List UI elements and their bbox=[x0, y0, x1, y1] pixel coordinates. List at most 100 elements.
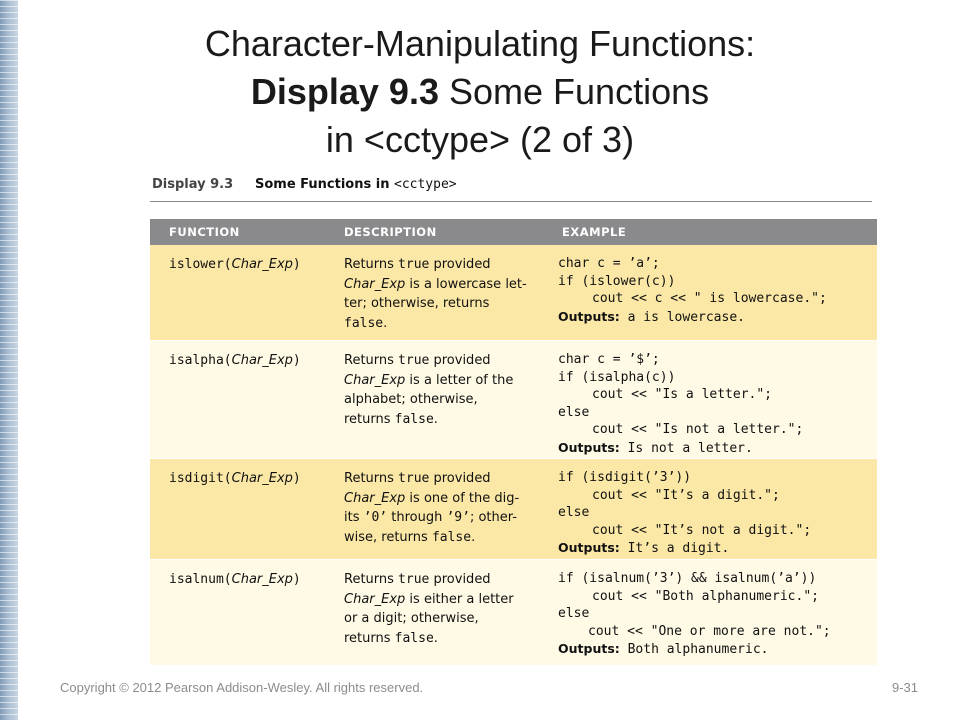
description-post: provided bbox=[429, 471, 491, 486]
code-text: char c = ’a’; bbox=[558, 256, 660, 271]
slide-title: Character-Manipulating Functions: Displa… bbox=[40, 20, 920, 164]
description-post: is a letter of the bbox=[405, 372, 514, 388]
code-text: cout << "It’s a digit."; bbox=[592, 487, 780, 503]
code-text: if (isalnum(’3’) && isalnum(’a’)) bbox=[558, 571, 817, 586]
description-line: Char_Exp is either a letter bbox=[344, 590, 534, 610]
description-line: returns false. bbox=[344, 629, 534, 649]
description-mono: true bbox=[398, 471, 430, 486]
description-post: or a digit; otherwise, bbox=[344, 611, 479, 626]
function-close-paren: ) bbox=[292, 471, 301, 486]
description-line: Returns true provided bbox=[344, 469, 534, 489]
code-text: cout << c << " is lowercase."; bbox=[592, 291, 827, 306]
code-line: if (isalnum(’3’) && isalnum(’a’)) bbox=[558, 570, 831, 588]
decorative-side-strip bbox=[0, 0, 18, 720]
code-text: Is not a letter. bbox=[619, 440, 753, 456]
code-line: else bbox=[558, 504, 811, 522]
description-italic: Char_Exp bbox=[344, 591, 406, 607]
code-line: Outputs: a is lowercase. bbox=[558, 308, 827, 327]
title-line-2: Display 9.3 Some Functions bbox=[40, 68, 920, 116]
code-text: cout << "One or more are not."; bbox=[588, 623, 831, 639]
description-line: Returns true provided bbox=[344, 351, 534, 371]
description-pre: returns bbox=[344, 411, 395, 427]
display-caption-text: Some Functions in bbox=[255, 177, 394, 192]
description-line: its ’0’ through ’9’; other- bbox=[344, 508, 534, 528]
description-mono: false bbox=[431, 529, 472, 545]
description-mono: false bbox=[344, 315, 384, 331]
outputs-label: Outputs: bbox=[558, 439, 620, 455]
description-mono: false bbox=[394, 411, 434, 427]
description-post: is either a letter bbox=[405, 591, 514, 607]
description-pre: returns bbox=[344, 630, 395, 646]
description-line: Returns true provided bbox=[344, 255, 534, 275]
function-close-paren: ) bbox=[292, 572, 301, 587]
outputs-label: Outputs: bbox=[558, 308, 620, 324]
description-post: provided bbox=[429, 572, 491, 587]
description-line: wise, returns false. bbox=[344, 528, 534, 548]
function-argument: Char_Exp bbox=[231, 572, 293, 587]
code-text: if (islower(c)) bbox=[558, 273, 676, 289]
footer: Copyright © 2012 Pearson Addison-Wesley.… bbox=[60, 680, 918, 696]
title-line-1: Character-Manipulating Functions: bbox=[204, 23, 756, 64]
function-signature: isdigit(Char_Exp) bbox=[169, 471, 301, 486]
code-line: cout << "Is not a letter."; bbox=[558, 421, 803, 439]
description-line: Returns true provided bbox=[344, 570, 534, 590]
code-text: Both alphanumeric. bbox=[619, 642, 769, 657]
copyright-text: Copyright © 2012 Pearson Addison-Wesley.… bbox=[60, 680, 424, 695]
description-line: false. bbox=[344, 314, 534, 334]
function-signature: islower(Char_Exp) bbox=[169, 257, 301, 272]
code-line: char c = ’$’; bbox=[558, 351, 803, 369]
description-italic: Char_Exp bbox=[344, 490, 406, 506]
description-post: alphabet; otherwise, bbox=[344, 392, 478, 407]
code-line: cout << "Is a letter."; bbox=[558, 386, 803, 404]
functions-table: FUNCTION DESCRIPTION EXAMPLE islower(Cha… bbox=[150, 219, 877, 666]
code-line: cout << "Both alphanumeric."; bbox=[558, 588, 831, 606]
display-caption: Some Functions in <cctype> bbox=[255, 177, 457, 192]
function-name: isalnum( bbox=[169, 572, 232, 587]
description-pre: Returns bbox=[344, 353, 399, 368]
description-mono: true bbox=[398, 257, 430, 272]
description-pre: Returns bbox=[344, 471, 399, 486]
code-text: a is lowercase. bbox=[619, 309, 745, 325]
code-example: char c = ’a’; if (islower(c)) cout << c <<… bbox=[558, 255, 827, 326]
description-post: . bbox=[433, 630, 438, 646]
outputs-label: Outputs: bbox=[558, 540, 620, 555]
function-signature: isalnum(Char_Exp) bbox=[169, 572, 301, 587]
description-line: or a digit; otherwise, bbox=[344, 609, 534, 629]
description-mid: through bbox=[387, 510, 447, 525]
description-line: Char_Exp is a letter of the bbox=[344, 371, 534, 391]
function-signature: isalpha(Char_Exp) bbox=[169, 353, 301, 368]
code-line: char c = ’a’; bbox=[558, 255, 827, 273]
slide-number: 9-31 bbox=[891, 680, 918, 695]
header-function: FUNCTION bbox=[169, 225, 240, 239]
description-mono: false bbox=[394, 630, 434, 646]
code-line: Outputs: Both alphanumeric. bbox=[558, 640, 831, 659]
code-text: if (isalpha(c)) bbox=[558, 369, 676, 385]
code-text: cout << "Is a letter."; bbox=[592, 387, 773, 402]
code-line: cout << "It’s not a digit."; bbox=[558, 522, 811, 540]
title-line-3: in <cctype> (2 of 3) bbox=[325, 119, 635, 160]
outputs-label: Outputs: bbox=[558, 641, 620, 656]
code-line: if (isdigit(’3’)) bbox=[558, 469, 811, 487]
function-name: islower( bbox=[169, 257, 232, 272]
description-line: ter; otherwise, returns bbox=[344, 294, 534, 314]
description-pre: its bbox=[344, 510, 364, 525]
code-text: It’s a digit. bbox=[619, 541, 730, 556]
description-line: returns false. bbox=[344, 410, 534, 430]
function-name: isdigit( bbox=[169, 471, 232, 486]
code-text: cout << "Is not a letter."; bbox=[592, 422, 804, 437]
description-line: Char_Exp is one of the dig- bbox=[344, 489, 534, 509]
function-argument: Char_Exp bbox=[231, 353, 293, 368]
description-line: Char_Exp is a lowercase let- bbox=[344, 275, 534, 295]
description-post: . bbox=[383, 315, 388, 331]
code-text: if (isdigit(’3’)) bbox=[558, 470, 692, 485]
description-italic: Char_Exp bbox=[344, 276, 406, 292]
function-name: isalpha( bbox=[169, 353, 232, 368]
